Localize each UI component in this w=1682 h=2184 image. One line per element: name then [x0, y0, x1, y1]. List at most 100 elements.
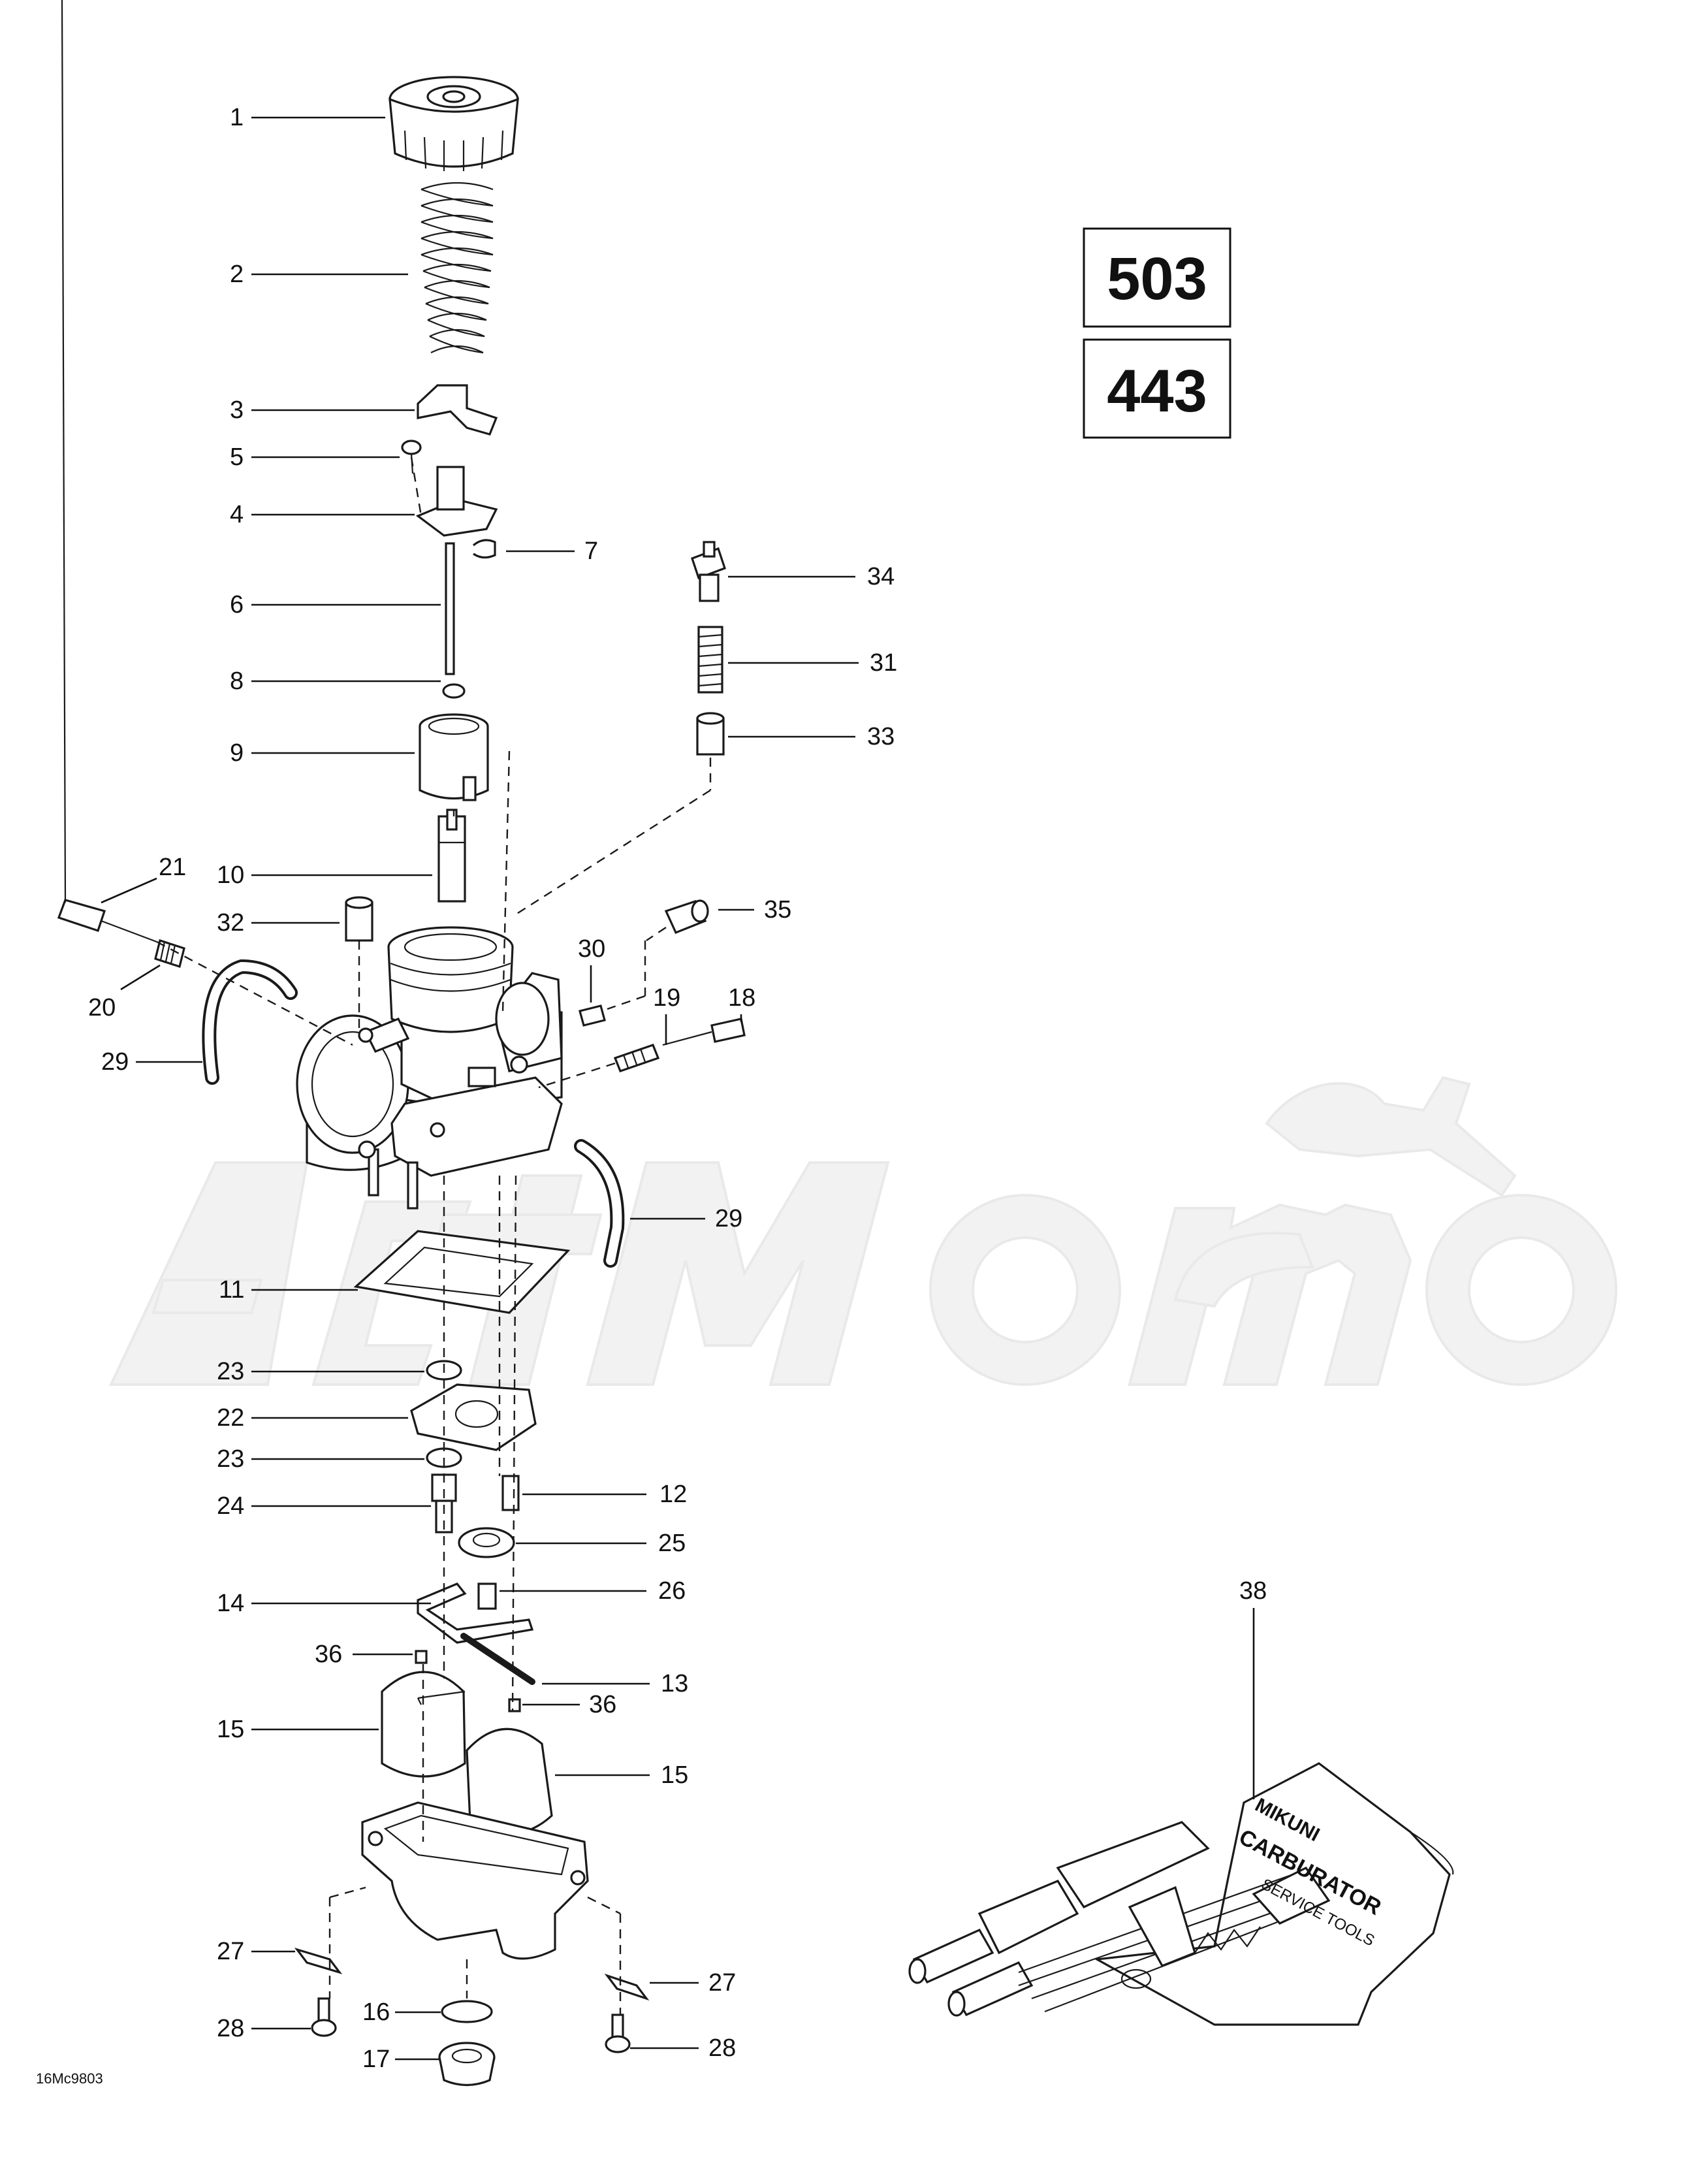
callout-4: 4 — [230, 501, 415, 528]
part-6-jet-needle — [445, 542, 455, 675]
part-13-float-pin — [460, 1633, 535, 1685]
callout-31: 31 — [728, 649, 897, 677]
callout-30: 30 — [578, 935, 605, 1003]
part-18-pilot-screw — [662, 1018, 746, 1046]
part-17-drain-plug — [438, 2042, 496, 2087]
part-28-screw-left — [311, 1997, 337, 2037]
model-label-503: 503 — [1107, 246, 1207, 312]
part-2-throttle-spring — [420, 182, 494, 354]
svg-text:24: 24 — [217, 1492, 244, 1520]
part-26-main-jet — [477, 1582, 497, 1610]
callout-2: 2 — [230, 261, 408, 288]
svg-text:13: 13 — [661, 1670, 688, 1697]
callout-6: 6 — [230, 591, 441, 618]
svg-text:28: 28 — [708, 2034, 736, 2062]
part-29-vent-hose-right — [574, 1139, 625, 1268]
part-28-screw-right — [605, 2014, 631, 2053]
svg-text:29: 29 — [101, 1048, 129, 1076]
svg-text:27: 27 — [708, 1969, 736, 1997]
svg-text:36: 36 — [589, 1691, 616, 1718]
svg-text:17: 17 — [362, 2046, 390, 2073]
callout-34: 34 — [728, 563, 895, 590]
drawing-reference-code: 16Mc9803 — [36, 2070, 103, 2087]
part-27-clamp-right — [604, 1973, 650, 2001]
model-box-443: 443 — [1083, 338, 1231, 439]
part-36-clip-left — [415, 1650, 428, 1664]
part-19-pilot-screw-spring — [613, 1043, 660, 1073]
part-30-screw — [579, 1004, 606, 1027]
svg-text:12: 12 — [659, 1481, 687, 1508]
callout-32: 32 — [217, 909, 340, 937]
svg-text:11: 11 — [219, 1276, 244, 1304]
svg-text:4: 4 — [230, 501, 244, 528]
svg-text:1: 1 — [230, 104, 244, 131]
callout-25: 25 — [516, 1530, 686, 1557]
callout-21: 21 — [101, 854, 186, 904]
svg-text:21: 21 — [159, 854, 186, 881]
svg-text:7: 7 — [584, 538, 598, 565]
callout-23-lower: 23 — [217, 1445, 424, 1473]
part-34-fitting — [690, 541, 727, 602]
callout-27-right: 27 — [650, 1969, 736, 1997]
part-29-vent-hose-left — [202, 959, 298, 1085]
svg-text:29: 29 — [715, 1205, 742, 1232]
part-15-float-left — [381, 1671, 466, 1778]
svg-text:30: 30 — [578, 935, 605, 963]
callout-36-left: 36 — [315, 1641, 413, 1668]
callout-23-upper: 23 — [217, 1358, 424, 1385]
part-7-e-clip — [472, 539, 496, 559]
svg-text:16: 16 — [362, 1999, 390, 2026]
part-38-service-tool-kit: MIKUNI CARBURATOR SERVICE TOOLS — [908, 1762, 1454, 2026]
part-21-air-screw — [57, 0, 157, 943]
svg-text:14: 14 — [217, 1590, 244, 1617]
callout-7: 7 — [506, 538, 598, 565]
svg-text:27: 27 — [217, 1938, 244, 1965]
part-33-plunger — [696, 712, 725, 756]
svg-text:32: 32 — [217, 909, 244, 937]
callout-15-left: 15 — [217, 1716, 379, 1743]
svg-text:19: 19 — [653, 984, 680, 1012]
callout-3: 3 — [230, 396, 415, 424]
svg-text:10: 10 — [217, 861, 244, 889]
svg-text:20: 20 — [88, 994, 116, 1021]
part-8-washer — [442, 683, 466, 699]
callout-35: 35 — [718, 896, 791, 923]
assembly-lines — [156, 457, 712, 2015]
svg-text:9: 9 — [230, 739, 244, 767]
svg-text:36: 36 — [315, 1641, 342, 1668]
part-20-air-screw-spring — [154, 939, 185, 969]
part-1-mixing-chamber-cap — [389, 76, 519, 171]
part-9-throttle-valve — [419, 713, 489, 801]
svg-text:25: 25 — [658, 1530, 686, 1557]
svg-text:3: 3 — [230, 396, 244, 424]
callout-24: 24 — [217, 1492, 431, 1520]
part-12-pilot-jet — [501, 1475, 520, 1511]
svg-text:28: 28 — [217, 2015, 244, 2042]
part-27-clamp-left — [294, 1948, 343, 1974]
callout-38: 38 — [1239, 1577, 1267, 1799]
part-3-needle-clip-plate — [417, 384, 498, 436]
callout-27-left: 27 — [217, 1938, 295, 1965]
callout-28-left: 28 — [217, 2015, 311, 2042]
part-31-spring — [697, 626, 723, 694]
callout-9: 9 — [230, 739, 415, 767]
callout-29-right: 29 — [630, 1205, 742, 1232]
model-label-443: 443 — [1107, 358, 1207, 425]
callout-33: 33 — [728, 723, 895, 750]
svg-text:23: 23 — [217, 1358, 244, 1385]
callout-14: 14 — [217, 1590, 431, 1617]
callout-11: 11 — [219, 1276, 358, 1304]
callout-17: 17 — [362, 2046, 439, 2073]
watermark-logo — [108, 1076, 1617, 1386]
svg-text:8: 8 — [230, 667, 244, 695]
callout-10: 10 — [217, 861, 432, 889]
callout-15-right: 15 — [555, 1761, 688, 1789]
callout-22: 22 — [217, 1404, 408, 1432]
part-32-cap — [345, 896, 373, 942]
model-box-503: 503 — [1083, 227, 1231, 328]
svg-text:35: 35 — [764, 896, 791, 923]
part-16-o-ring — [441, 2000, 493, 2023]
callout-19: 19 — [653, 984, 680, 1045]
callout-26: 26 — [500, 1577, 686, 1605]
